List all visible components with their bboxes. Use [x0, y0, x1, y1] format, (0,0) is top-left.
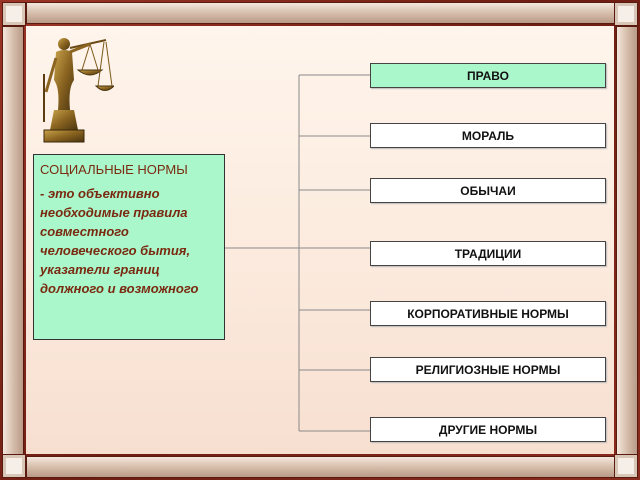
definition-box: СОЦИАЛЬНЫЕ НОРМЫ - это объективно необхо… [33, 154, 225, 340]
node-label: ДРУГИЕ НОРМЫ [438, 422, 538, 437]
node-moral: МОРАЛЬ [370, 123, 606, 148]
frame-bottom-bar [26, 456, 616, 478]
node-label: ПРАВО [467, 68, 509, 83]
frame-left-post [2, 26, 24, 456]
node-label: МОРАЛЬ [461, 128, 515, 143]
frame-corner [614, 454, 638, 478]
node-label: КОРПОРАТИВНЫЕ НОРМЫ [407, 306, 569, 321]
node-drugie-normy: ДРУГИЕ НОРМЫ [370, 417, 606, 442]
definition-title: СОЦИАЛЬНЫЕ НОРМЫ [40, 162, 188, 177]
frame-top-bar [26, 2, 616, 24]
node-label: ТРАДИЦИИ [454, 246, 522, 261]
themis-statue-icon [43, 38, 114, 143]
frame-corner [2, 454, 26, 478]
node-traditsii: ТРАДИЦИИ [370, 241, 606, 266]
connector-lines [225, 74, 370, 432]
node-religioznye-normy: РЕЛИГИОЗНЫЕ НОРМЫ [370, 357, 606, 382]
node-obychai: ОБЫЧАИ [370, 178, 606, 203]
slide-content: СОЦИАЛЬНЫЕ НОРМЫ - это объективно необхо… [26, 26, 614, 454]
definition-text: - это объективно необходимые правила сов… [40, 186, 199, 296]
frame-right-post [616, 26, 638, 456]
frame-corner [614, 2, 638, 26]
node-korporativnye-normy: КОРПОРАТИВНЫЕ НОРМЫ [370, 301, 606, 326]
node-label: ОБЫЧАИ [460, 183, 516, 198]
node-label: РЕЛИГИОЗНЫЕ НОРМЫ [415, 362, 561, 377]
node-pravo: ПРАВО [370, 63, 606, 88]
frame-corner [2, 2, 26, 26]
